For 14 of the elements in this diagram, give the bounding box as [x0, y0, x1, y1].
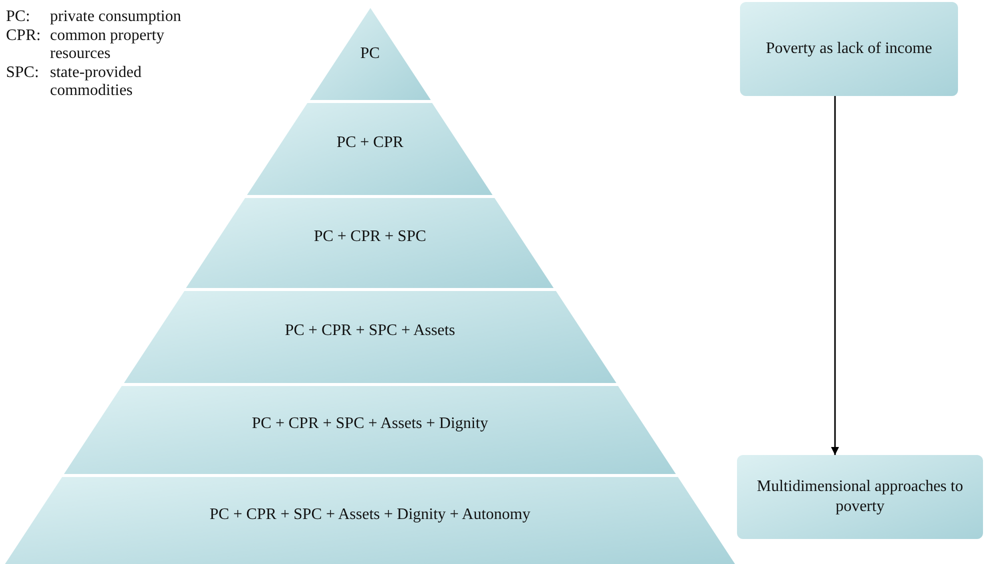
pyramid-tier: PC + CPR — [247, 103, 493, 195]
definition-text: private consumption — [50, 8, 182, 26]
concept-box: Multidimensional approaches to poverty — [737, 455, 983, 539]
pyramid-tier: PC + CPR + SPC — [186, 198, 554, 288]
concept-box: Poverty as lack of income — [740, 2, 958, 96]
definition-text: state-provided commodities — [50, 64, 143, 100]
pyramid-tier: PC + CPR + SPC + Assets + Dignity — [64, 386, 676, 474]
pyramid-tier: PC + CPR + SPC + Assets + Dignity + Autonomy — [5, 477, 735, 564]
arrow — [831, 96, 839, 455]
abbreviation: SPC: — [6, 64, 39, 82]
abbreviation: CPR: — [6, 27, 41, 45]
abbreviation: PC: — [6, 8, 30, 26]
pyramid-tier: PC + CPR + SPC + Assets — [124, 291, 616, 383]
pyramid-tier: PC — [310, 8, 430, 100]
